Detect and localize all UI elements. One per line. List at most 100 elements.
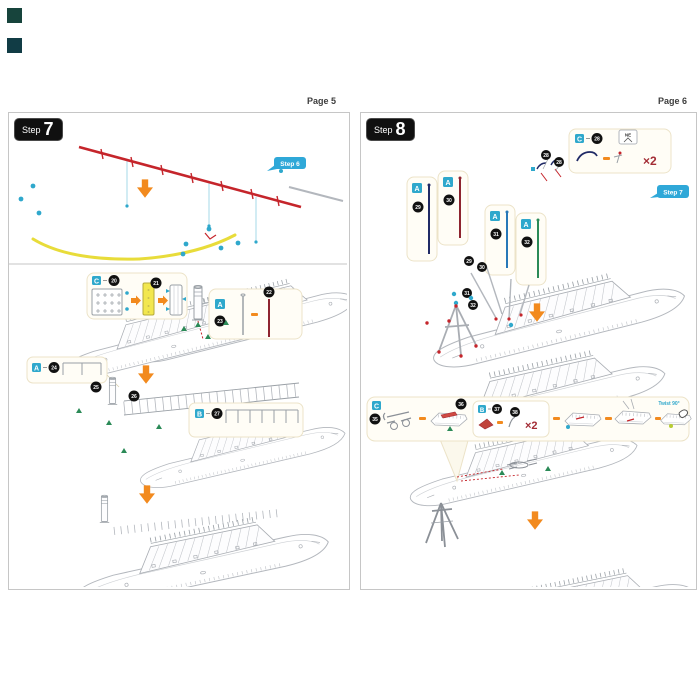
svg-text:31: 31 — [464, 291, 470, 297]
svg-text:27: 27 — [214, 412, 220, 418]
callout-long-railing: B 27 — [188, 402, 304, 438]
arrow-down-icon — [138, 365, 154, 384]
red-dashed-leaders — [456, 468, 520, 482]
callout-rod-green: A 32 — [515, 212, 547, 286]
ship-step8-complete — [425, 502, 459, 548]
red-markers — [540, 168, 562, 182]
substep-hull-3 — [613, 398, 653, 426]
twist-label: Twist 90° — [658, 401, 679, 407]
page-number-right: Page 6 — [658, 96, 688, 106]
hand-tool-icon — [678, 409, 689, 418]
svg-text:A: A — [414, 186, 419, 193]
corner-mark-bottom — [7, 38, 22, 53]
installed-railing — [113, 509, 280, 535]
part-number-badge — [554, 157, 564, 167]
pliers-tool-icon: NE — [618, 129, 638, 145]
ship-step7-before: Step 6 — [78, 145, 347, 366]
folded-part — [166, 284, 186, 316]
step-number: 8 — [395, 119, 406, 139]
svg-text:22: 22 — [266, 290, 272, 296]
red-pointer — [204, 232, 217, 240]
part-number-badge — [48, 362, 60, 373]
step-7-tag: Step 7 — [650, 185, 689, 198]
arrow-down-icon — [137, 179, 153, 198]
part-number-badge — [211, 408, 223, 419]
letter-badge-b — [478, 405, 486, 413]
callout-rods: A 23 22 — [208, 286, 303, 340]
step-word: Step — [22, 125, 41, 135]
substep-hull-final: Twist 90° — [658, 401, 693, 428]
step-7-diagram: Step 6 — [9, 145, 347, 587]
corner-mark-top — [7, 8, 22, 23]
svg-text:30: 30 — [446, 198, 452, 204]
svg-text:20: 20 — [111, 279, 117, 285]
svg-text:Step 7: Step 7 — [663, 190, 683, 197]
ship-step7-after — [18, 183, 290, 383]
assembled-davit — [613, 151, 623, 164]
svg-text:35: 35 — [372, 417, 378, 423]
step-8-diagram: 28 28 C 28 NE — [366, 128, 694, 587]
red-connection-dots — [425, 304, 478, 358]
part-number-badge — [150, 277, 162, 289]
callout-rod-blue: A 31 — [484, 204, 516, 276]
svg-text:23: 23 — [217, 319, 223, 325]
arrow-down-icon — [527, 511, 543, 530]
strip-substeps: C 35 36 B — [366, 396, 693, 483]
letter-badge-c — [575, 134, 584, 143]
callout-funnel-assembly: C 20 — [86, 272, 188, 320]
letter-badge-a — [215, 299, 225, 309]
yellow-part — [142, 282, 155, 316]
part-number-badge — [591, 133, 603, 144]
gun-carriage-part — [382, 411, 412, 430]
teal-dots — [18, 183, 241, 257]
substep-hull-2 — [563, 411, 603, 429]
ship-step7-funnel-install — [131, 320, 347, 494]
callout-rod-darkred: A 30 — [437, 170, 469, 246]
letter-badge-c — [92, 276, 101, 285]
svg-text:C: C — [94, 279, 99, 286]
ship-step8-tripod — [403, 291, 641, 510]
step-word: Step — [374, 125, 393, 135]
svg-text:C: C — [374, 404, 379, 411]
teal-dots — [125, 169, 283, 244]
ship-step8-carriages-install — [453, 458, 694, 587]
part-number-badge — [128, 390, 140, 402]
svg-text:38: 38 — [512, 410, 518, 416]
gray-rod — [288, 186, 344, 202]
flat-grid-part — [91, 288, 123, 316]
svg-text:NE: NE — [625, 133, 631, 138]
inner-callout: B 37 38 ×2 — [472, 400, 550, 438]
substep-hull-1: 36 — [429, 398, 469, 431]
svg-text:29: 29 — [466, 259, 472, 265]
bracket-part — [62, 362, 102, 375]
callout-bracket: A 24 — [26, 356, 120, 388]
red-part — [478, 418, 494, 430]
svg-text:C: C — [577, 137, 582, 144]
svg-text:A: A — [34, 366, 39, 373]
svg-text:28: 28 — [543, 153, 549, 159]
letter-badge-c — [372, 401, 381, 410]
svg-text:B: B — [197, 412, 202, 419]
callout-davit-assembly: C 28 NE ×2 — [568, 128, 672, 174]
part-number-badge — [90, 381, 102, 393]
arrow-down-icon — [139, 485, 155, 504]
step-7-badge: Step 7 — [14, 118, 63, 141]
page-number-left: Page 5 — [307, 96, 337, 106]
svg-text:A: A — [445, 180, 450, 187]
svg-text:Step 6: Step 6 — [280, 161, 300, 168]
letter-badge-b — [195, 409, 204, 418]
svg-text:28: 28 — [594, 137, 600, 143]
svg-text:B: B — [480, 408, 485, 414]
svg-text:26: 26 — [131, 394, 137, 400]
step-number: 7 — [43, 119, 54, 139]
svg-text:30: 30 — [479, 265, 485, 271]
page-step-7: Step 7 — [8, 112, 350, 590]
guide-lines — [126, 160, 257, 241]
svg-text:31: 31 — [493, 232, 499, 238]
times-two-label: ×2 — [525, 420, 538, 432]
times-two-label: ×2 — [643, 154, 657, 168]
tripod-mast — [438, 304, 477, 356]
callout-rod-navy: A 29 — [406, 176, 438, 262]
tripod-mast — [425, 502, 459, 548]
